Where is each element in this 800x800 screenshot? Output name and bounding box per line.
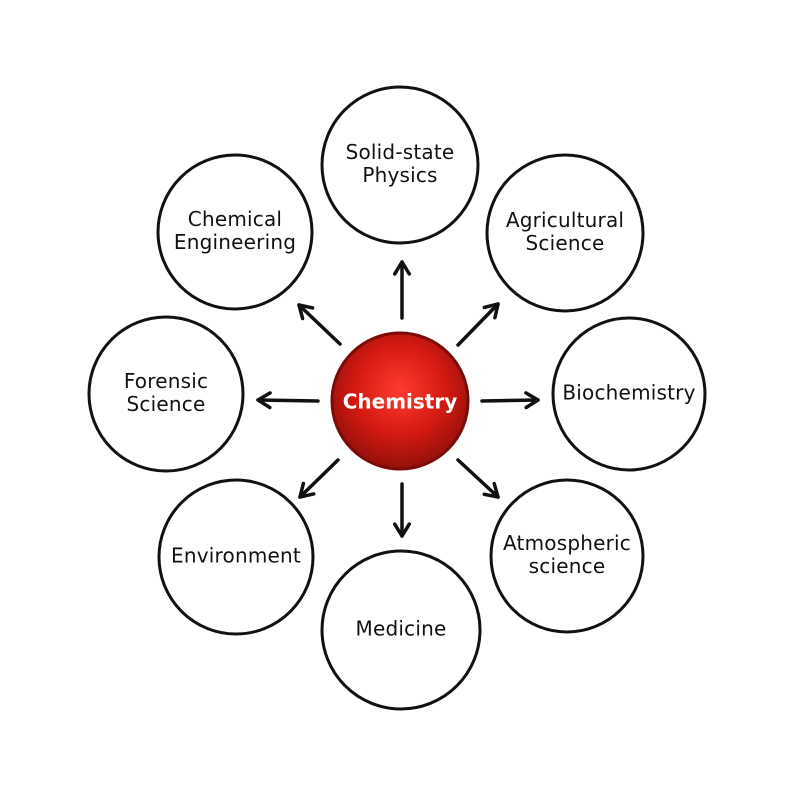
node-circle	[551, 316, 707, 472]
center-circle	[330, 331, 470, 471]
arrow-shaft	[480, 398, 540, 403]
arrowhead	[256, 391, 272, 410]
arrowhead	[524, 391, 540, 410]
node-circle	[157, 478, 315, 636]
arrow-shaft	[297, 303, 342, 346]
node-label: Engineering	[174, 230, 296, 254]
node-label: science	[529, 554, 606, 578]
arrowhead	[482, 302, 500, 320]
node-label: Physics	[362, 163, 437, 187]
center-node: Chemistry	[330, 331, 470, 471]
arrow-to-environment	[298, 458, 340, 499]
node-label: Solid-state	[346, 140, 455, 164]
node-circle	[156, 153, 314, 311]
arrow-to-forensic-science	[256, 391, 320, 410]
topic-nodes: Solid-statePhysicsAgriculturalScienceBio…	[87, 85, 707, 711]
node-circle	[320, 549, 482, 711]
arrowhead	[297, 303, 315, 321]
arrow-shaft	[456, 458, 500, 499]
connector-arrows	[256, 260, 540, 538]
arrow-to-chemical-engineering	[297, 303, 342, 346]
node-label: Biochemistry	[562, 381, 695, 405]
node-label: Environment	[171, 544, 301, 568]
arrowhead	[392, 260, 412, 276]
node-circle	[87, 315, 245, 473]
arrowhead	[392, 522, 412, 538]
arrow-to-biochemistry	[480, 391, 540, 410]
node-label: Agricultural	[506, 208, 624, 232]
arrow-shaft	[298, 458, 340, 499]
arrow-shaft	[256, 398, 320, 403]
node-circle	[489, 478, 645, 634]
arrow-to-solid-state-physics	[392, 260, 412, 320]
node-circle	[485, 153, 645, 313]
node-circle	[320, 85, 480, 245]
node-environment: Environment	[157, 478, 315, 636]
arrow-shaft	[456, 302, 500, 347]
arrow-to-atmospheric-science	[456, 458, 500, 499]
node-label: Atmospheric	[503, 531, 631, 555]
node-label: Medicine	[356, 617, 447, 641]
node-label: Forensic	[124, 369, 208, 393]
arrow-to-medicine	[392, 482, 412, 538]
node-label: Science	[526, 231, 605, 255]
node-medicine: Medicine	[320, 549, 482, 711]
arrowhead	[298, 481, 316, 499]
node-label: Science	[127, 392, 206, 416]
center-label: Chemistry	[343, 390, 458, 414]
arrowhead	[482, 481, 500, 499]
node-label: Chemical	[188, 207, 282, 231]
node-biochemistry: Biochemistry	[551, 316, 707, 472]
arrow-to-agricultural-science	[456, 302, 500, 347]
